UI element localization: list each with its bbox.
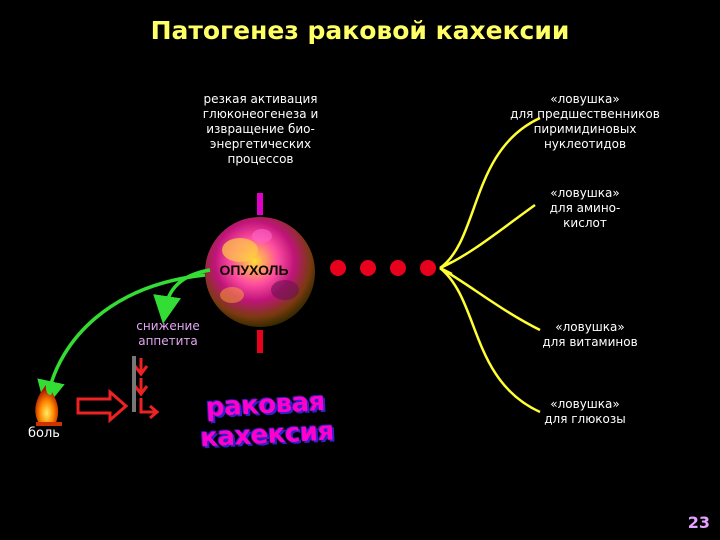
trap-line: пиримидиновых [533,122,637,136]
appetite-line: аппетита [138,334,198,348]
trap-line: для амино- [549,201,621,215]
small-bracket [132,356,136,412]
dots-chain [330,260,436,276]
tumor-label: ОПУХОЛЬ [219,262,289,278]
trap-line: для предшественников [510,107,660,121]
trap-line: кислот [563,216,607,230]
appetite-text: снижение аппетита [118,319,218,349]
appetite-arrow [153,268,211,324]
slide-title: Патогенез раковой кахексии [150,16,570,45]
small-arrows [133,358,160,420]
page-number: 23 [687,513,710,532]
trap-line: «ловушка» [555,320,625,334]
trap-line: «ловушка» [550,92,620,106]
pain-label: боль [28,426,60,441]
bottom-connector-bar [257,330,263,353]
trap-line: для витаминов [542,335,638,349]
trap-line: нуклеотидов [543,137,627,151]
top-connector-bar [257,193,263,215]
trap-line: «ловушка» [550,397,620,411]
top-effect-line: извращение био- [206,122,315,136]
appetite-line: снижение [136,319,200,333]
tumor-sphere [205,217,315,327]
pain-to-cachexia-arrow [76,388,129,424]
top-effect-line: глюконеогенеза и [202,107,319,121]
trap-pyrimidine: «ловушка» для предшественников пиримидин… [490,92,680,152]
trap-glucose: «ловушка» для глюкозы [520,397,650,427]
top-effect-line: процессов [227,152,294,166]
trap-line: «ловушка» [550,186,620,200]
fire-icon [35,385,62,426]
trap-line: для глюкозы [544,412,626,426]
top-effect-line: энергетических [209,137,312,151]
trap-lines [439,116,541,414]
pain-arrow [37,273,206,409]
trap-vitamins: «ловушка» для витаминов [520,320,660,350]
top-effect-line: резкая активация [203,92,318,106]
trap-amino: «ловушка» для амино- кислот [520,186,650,231]
top-effect-text: резкая активация глюконеогенеза и извращ… [178,92,343,167]
